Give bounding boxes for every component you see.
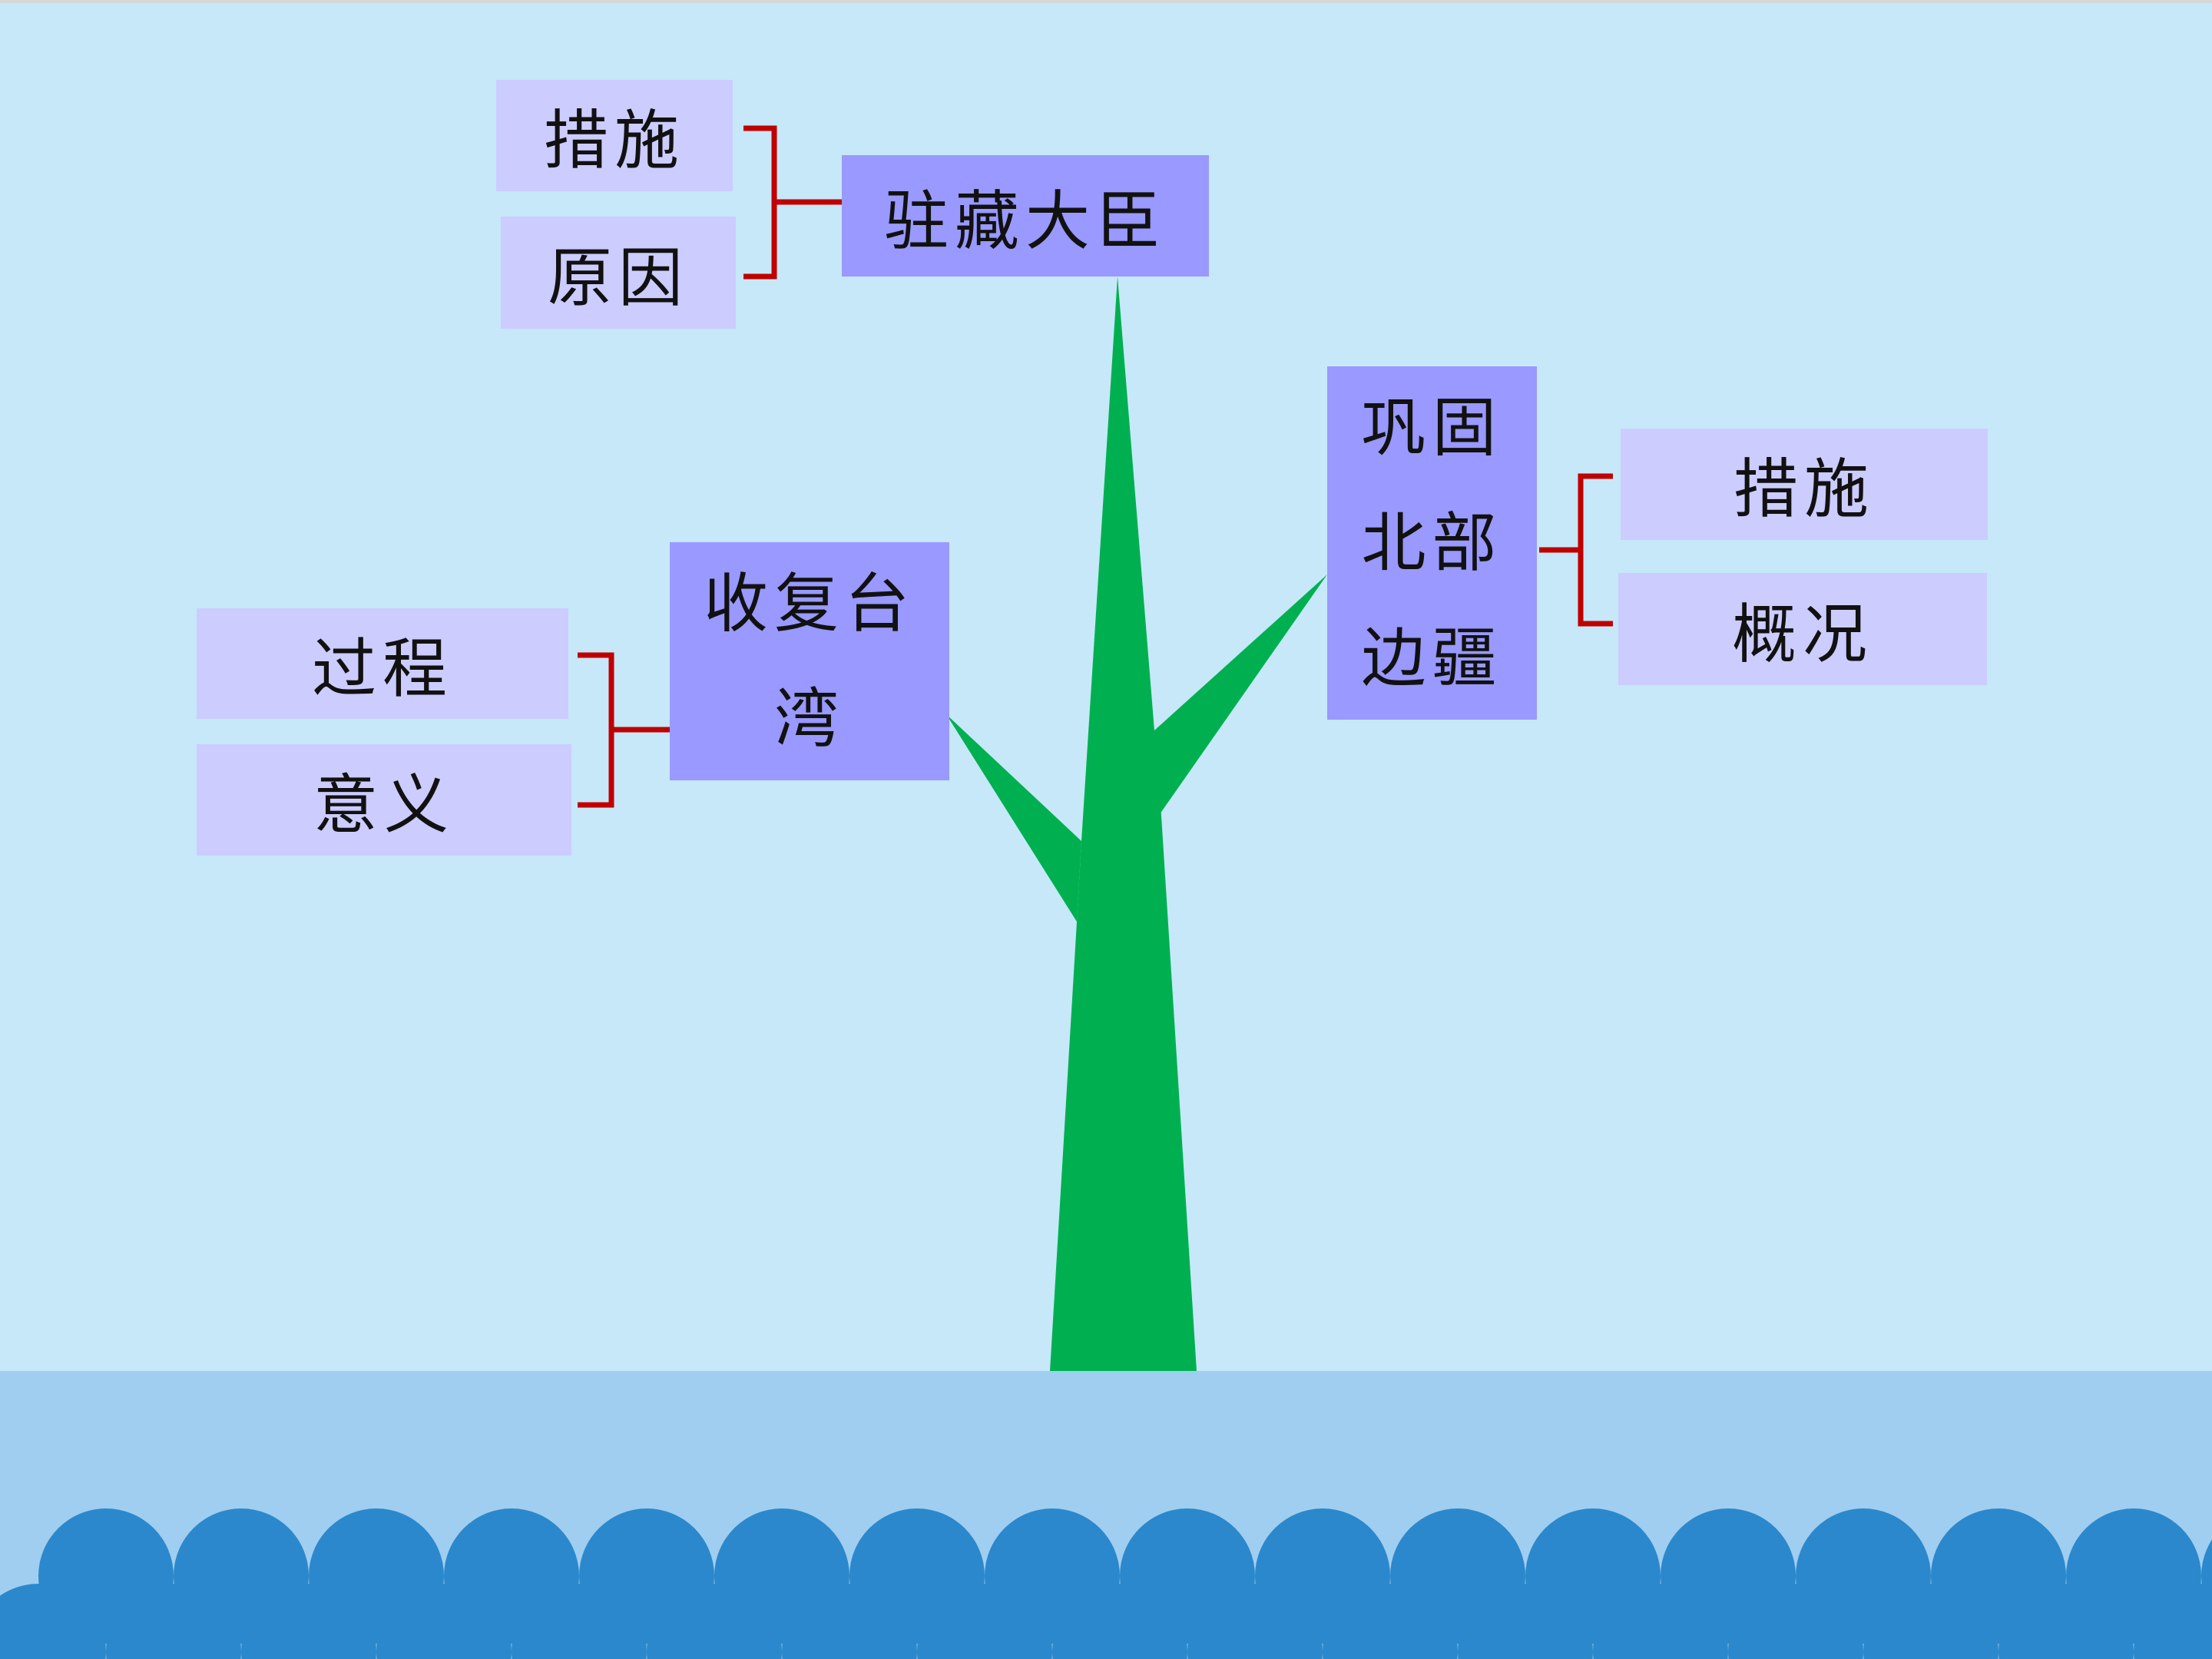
node-right-item-overview-label: 概况 bbox=[1731, 596, 1873, 672]
wave-hump-front bbox=[917, 1584, 1052, 1659]
node-gonggu-beibu-bianjiang: 巩固 北部 边疆 bbox=[1327, 366, 1537, 720]
bracket-left bbox=[578, 652, 678, 808]
node-top-item-measures: 措施 bbox=[496, 80, 733, 191]
wave-hump-front bbox=[647, 1584, 782, 1659]
node-zhuzang-dachen-label: 驻藏大臣 bbox=[883, 183, 1167, 259]
wave-hump-front bbox=[1998, 1584, 2134, 1659]
node-shoufu-taiwan-line1: 收复台 bbox=[703, 566, 916, 641]
node-left-item-process-label: 过程 bbox=[311, 631, 453, 707]
top-border-line bbox=[0, 0, 2212, 3]
node-right-item-overview: 概况 bbox=[1618, 573, 1987, 685]
wave-hump-front bbox=[2134, 1584, 2212, 1659]
bracket-top bbox=[743, 125, 843, 280]
tree-branch-left bbox=[946, 714, 1081, 922]
wave-hump-front bbox=[1052, 1584, 1187, 1659]
wave-hump-front bbox=[1728, 1584, 1863, 1659]
node-gonggu-beibu-bianjiang-line3: 边疆 bbox=[1361, 621, 1503, 696]
tree-trunk bbox=[1050, 276, 1197, 1371]
wave-hump-front bbox=[512, 1584, 647, 1659]
wave-hump-front bbox=[782, 1584, 917, 1659]
wave-hump-front bbox=[241, 1584, 376, 1659]
wave-hump-front bbox=[1593, 1584, 1728, 1659]
node-left-item-significance-label: 意义 bbox=[313, 767, 455, 843]
wave-hump-front bbox=[1323, 1584, 1458, 1659]
node-left-item-process: 过程 bbox=[197, 608, 568, 719]
node-right-item-measures: 措施 bbox=[1621, 429, 1988, 540]
wave-hump-front bbox=[376, 1584, 512, 1659]
node-top-item-causes: 原因 bbox=[501, 217, 736, 329]
node-gonggu-beibu-bianjiang-line2: 北部 bbox=[1361, 505, 1503, 581]
waves-front-row bbox=[0, 1584, 2212, 1659]
wave-hump-front bbox=[1187, 1584, 1323, 1659]
node-zhuzang-dachen: 驻藏大臣 bbox=[842, 155, 1209, 276]
bracket-right bbox=[1539, 473, 1613, 627]
node-top-item-causes-label: 原因 bbox=[547, 240, 689, 316]
node-shoufu-taiwan-line2: 湾 bbox=[773, 681, 845, 757]
node-right-item-measures-label: 措施 bbox=[1733, 452, 1875, 527]
node-top-item-measures-label: 措施 bbox=[543, 103, 685, 178]
wave-hump-front bbox=[1863, 1584, 1998, 1659]
node-gonggu-beibu-bianjiang-line1: 巩固 bbox=[1361, 390, 1503, 465]
node-left-item-significance: 意义 bbox=[197, 744, 571, 856]
wave-hump-front bbox=[106, 1584, 241, 1659]
node-shoufu-taiwan: 收复台 湾 bbox=[670, 542, 949, 780]
tree-branch-right bbox=[1147, 575, 1327, 814]
wave-hump-front bbox=[0, 1584, 106, 1659]
wave-hump-front bbox=[1458, 1584, 1593, 1659]
